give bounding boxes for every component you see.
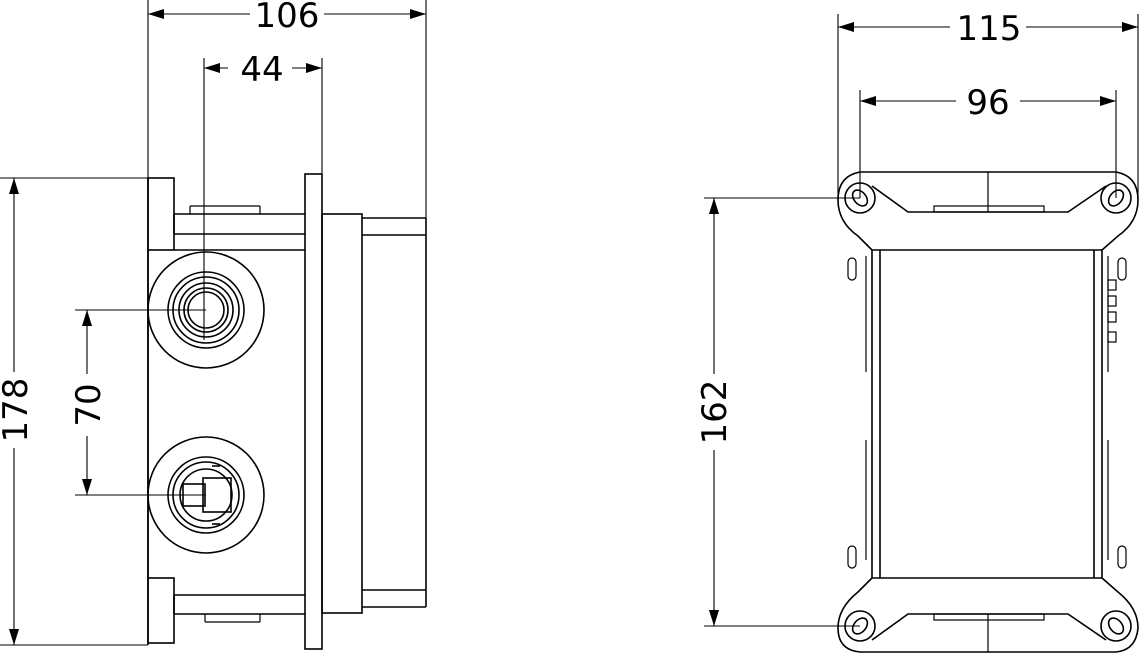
dim-label-70: 70 — [69, 383, 109, 426]
dim-label-44: 44 — [240, 50, 283, 90]
dim-178: 178 — [0, 177, 148, 646]
front-view: 115 96 162 — [695, 9, 1139, 653]
dim-label-115: 115 — [957, 9, 1022, 49]
front-side-rails — [847, 256, 1127, 569]
dim-106: 106 — [147, 0, 427, 218]
dim-115: 115 — [837, 9, 1139, 200]
dim-label-178: 178 — [0, 378, 36, 443]
dim-label-162: 162 — [695, 380, 735, 445]
mounting-hole-bottom-right — [1100, 610, 1132, 642]
dim-label-96: 96 — [966, 83, 1009, 123]
dim-label-106: 106 — [255, 0, 320, 36]
side-flange — [304, 173, 427, 650]
side-view: 106 44 178 — [0, 0, 427, 650]
dim-162: 162 — [695, 197, 860, 627]
front-frame — [837, 171, 1139, 653]
dim-44: 44 — [203, 50, 323, 340]
dim-70: 70 — [69, 309, 206, 496]
dim-96: 96 — [859, 83, 1117, 198]
mounting-holes — [844, 182, 1132, 642]
side-body — [147, 177, 305, 645]
